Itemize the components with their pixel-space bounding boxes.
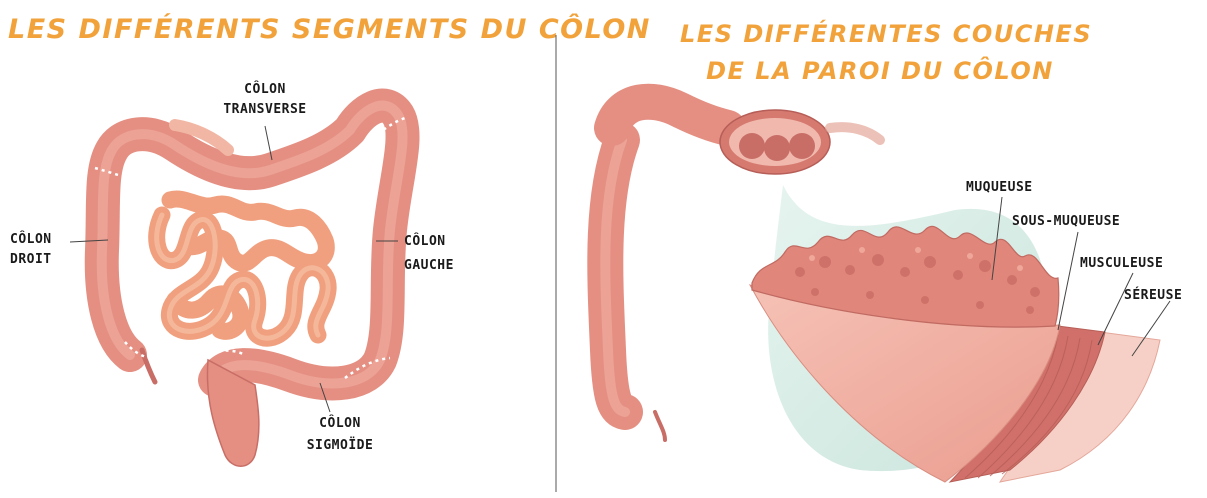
- colon-right-illustration: [605, 102, 1170, 482]
- label-muqueuse: MUQUEUSE: [966, 178, 1033, 198]
- right-title-line1: LES DIFFÉRENTES COUCHES: [680, 20, 1080, 48]
- label-droit-2: DROIT: [10, 250, 52, 270]
- label-droit-1: CÔLON: [10, 230, 52, 250]
- label-musculeuse: MUSCULEUSE: [1080, 254, 1163, 274]
- label-gauche-2: GAUCHE: [404, 256, 454, 276]
- label-sous-muqueuse: SOUS-MUQUEUSE: [1012, 212, 1120, 232]
- appendix: [142, 350, 155, 382]
- colon-left-illustration: [70, 106, 405, 467]
- label-gauche-1: CÔLON: [404, 232, 446, 252]
- colon-cross-section: [720, 110, 880, 174]
- leader-sous-muqueuse: [1058, 232, 1078, 330]
- label-transverse-2: TRANSVERSE: [210, 100, 320, 120]
- label-sigmoide-1: CÔLON: [280, 414, 400, 434]
- label-transverse-1: CÔLON: [210, 80, 320, 100]
- right-title-line2: DE LA PAROI DU CÔLON: [680, 57, 1080, 85]
- label-sereuse: SÉREUSE: [1124, 286, 1182, 306]
- left-title: LES DIFFÉRENTS SEGMENTS DU CÔLON: [8, 14, 651, 45]
- colon-frame: [102, 106, 403, 384]
- small-intestine: [157, 199, 328, 338]
- label-sigmoide-2: SIGMOÏDE: [280, 436, 400, 456]
